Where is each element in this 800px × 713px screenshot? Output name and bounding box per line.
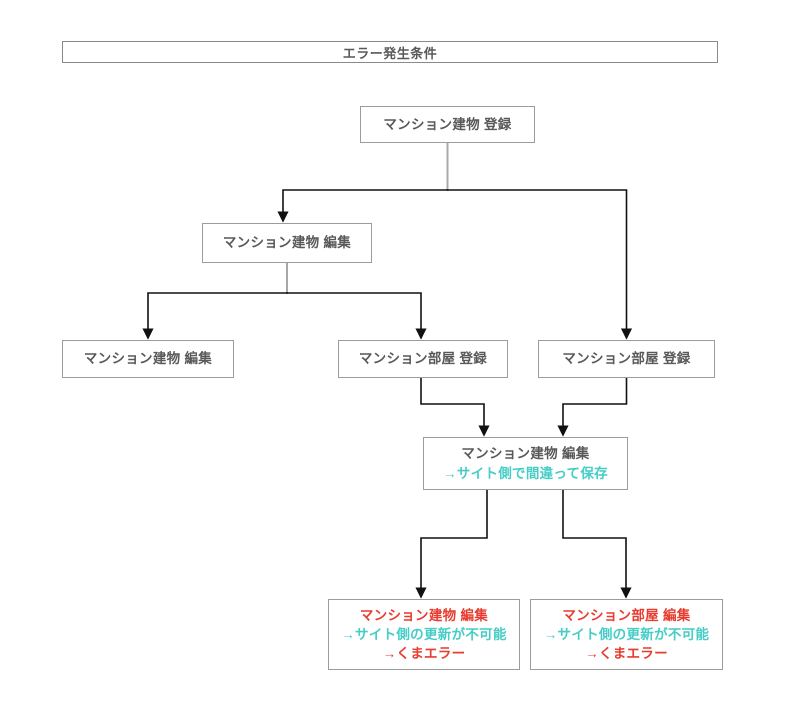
node-room-register-1: マンション部屋 登録 [338,340,508,378]
node-label: マンション建物 編集 [461,446,590,462]
diagram-title-label: エラー発生条件 [342,45,438,61]
edge-register-to-edit1 [277,189,449,223]
node-room-register-2: マンション部屋 登録 [538,340,715,378]
edge-room-register-2-to-wrong-save [557,378,628,437]
node-label: マンション建物 編集 [83,351,213,367]
edge-edit1-to-edit2 [142,292,288,340]
node-label: マンション部屋 登録 [562,351,691,367]
node-room-edit-error: マンション部屋 編集 →サイト側の更新が不可能 →くまエラー [530,599,723,670]
edge-wrong-save-to-room-error [562,490,632,599]
diagram-title: エラー発生条件 [62,41,718,63]
node-label: マンション建物 登録 [383,116,512,132]
node-label: マンション部屋 登録 [358,351,488,367]
node-label: マンション部屋 編集 [562,607,691,623]
node-label-note: →サイト側の更新が不可能 [543,626,710,642]
edge-register-to-room-register-2 [446,189,633,340]
node-label-note: →サイト側の更新が不可能 [341,626,507,642]
node-building-edit-1: マンション建物 編集 [202,223,372,263]
node-label-error: →くまエラー [382,646,466,662]
edge-room-register-1-to-wrong-save [420,378,490,437]
node-label: マンション建物 編集 [359,607,489,623]
node-label-error: →くまエラー [585,646,668,662]
edge-edit1-to-room-register-1 [286,292,427,340]
edge-wrong-save-to-building-error [415,490,488,599]
node-label-note: →サイト側で間違って保存 [443,465,608,481]
node-building-register: マンション建物 登録 [360,106,535,143]
node-label: マンション建物 編集 [222,235,352,251]
node-building-edit-error: マンション建物 編集 →サイト側の更新が不可能 →くまエラー [328,599,520,670]
node-building-edit-wrong-save: マンション建物 編集 →サイト側で間違って保存 [423,437,628,490]
node-building-edit-2: マンション建物 編集 [62,340,234,378]
